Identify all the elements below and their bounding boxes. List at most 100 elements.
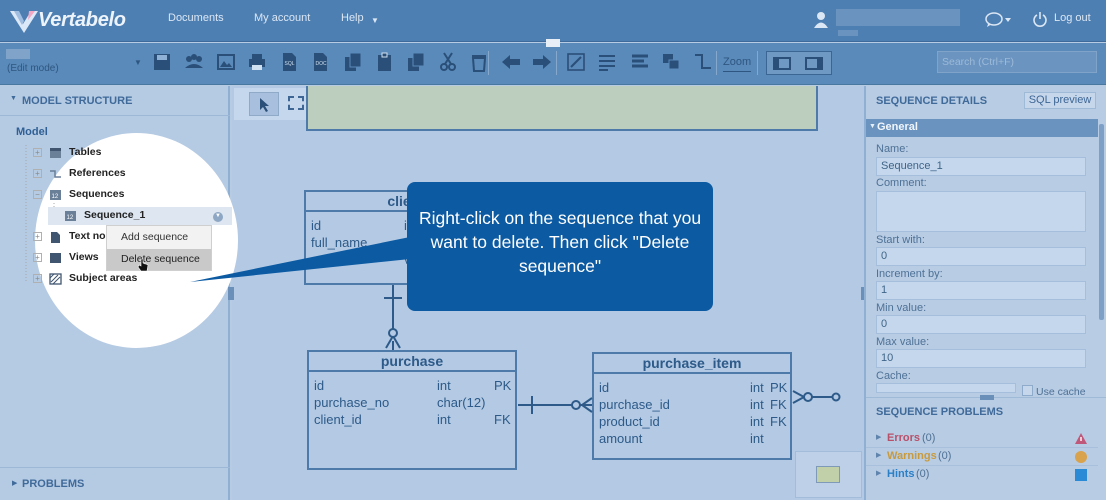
expand-toggle-icon[interactable]: + [33, 232, 42, 241]
details-scrollbar[interactable] [1099, 124, 1104, 320]
hand-cursor-icon [137, 258, 149, 272]
increment-by-field[interactable]: 1 [876, 281, 1086, 300]
use-cache-checkbox[interactable] [1022, 385, 1033, 396]
sql-icon[interactable]: SQL [278, 51, 300, 73]
errors-row[interactable]: ▶ Errors (0) [866, 430, 1098, 448]
view-icon [50, 253, 61, 263]
model-dropdown-chevron-icon[interactable]: ▼ [134, 58, 142, 67]
column-type: i [404, 218, 407, 233]
nav-my-account[interactable]: My account [254, 12, 311, 24]
tree-item-label: Sequences [69, 188, 125, 200]
warnings-count: (0) [938, 450, 952, 462]
route-icon[interactable] [692, 51, 714, 73]
panel-split-handle[interactable] [980, 395, 994, 400]
tree-item-views[interactable]: + Views [33, 250, 213, 266]
start-with-field[interactable]: 0 [876, 247, 1086, 266]
print-icon[interactable] [246, 51, 268, 73]
table-purchase[interactable]: purchase id int PK purchase_no char(12) … [307, 350, 517, 470]
warning-circle-icon [1075, 451, 1087, 463]
cache-field[interactable] [876, 383, 1016, 393]
name-field[interactable]: Sequence_1 [876, 157, 1086, 176]
view-left-panel-icon[interactable] [773, 57, 791, 70]
list-icon[interactable] [596, 51, 618, 73]
save-icon[interactable] [151, 51, 173, 73]
tree-item-tables[interactable]: +Tables [33, 145, 213, 161]
user-icon[interactable] [813, 11, 829, 29]
left-resize-handle[interactable] [228, 287, 234, 300]
sequence-icon: 12 [65, 211, 76, 221]
power-icon[interactable] [1033, 11, 1047, 27]
column-key: FK [494, 412, 511, 427]
minimap-viewport[interactable] [816, 466, 840, 483]
redo-icon[interactable] [531, 51, 553, 73]
cut-icon[interactable] [437, 51, 459, 73]
collapse-toolbar-handle[interactable] [546, 39, 560, 47]
nav-help[interactable]: Help [341, 12, 364, 24]
tree-item-references[interactable]: +References [33, 166, 213, 182]
tree-item-sequence-1[interactable]: 12 Sequence_1 [64, 208, 244, 224]
hints-row[interactable]: ▶ Hints (0) [866, 466, 1098, 484]
copy-icon[interactable] [342, 51, 364, 73]
log-out-link[interactable]: Log out [1054, 12, 1091, 24]
top-bar: Vertabelo Documents My account Help ▼ Lo… [0, 0, 1106, 42]
view-toggle-group [766, 51, 832, 75]
problems-title: PROBLEMS [22, 478, 85, 490]
sequence-problems-title: SEQUENCE PROBLEMS [876, 406, 1004, 418]
expand-toggle-icon[interactable]: + [33, 169, 42, 178]
subject-area-box[interactable] [306, 86, 818, 131]
tree-item-label: Views [69, 251, 99, 263]
layers-icon[interactable] [660, 51, 682, 73]
add-sequence-menu-item[interactable]: Add sequence [121, 231, 189, 243]
undo-icon[interactable] [500, 51, 522, 73]
sql-preview-button[interactable]: SQL preview [1024, 92, 1096, 109]
min-value-field[interactable]: 0 [876, 315, 1086, 334]
tree-item-text-no[interactable]: +Text no [33, 229, 213, 245]
instruction-tooltip: Right-click on the sequence that you wan… [407, 182, 713, 311]
max-value-label: Max value: [876, 336, 930, 348]
tree-item-subject-areas[interactable]: +Subject areas [33, 271, 213, 287]
image-icon[interactable] [215, 51, 237, 73]
table-purchase-item[interactable]: purchase_item id int PK purchase_id int … [592, 352, 792, 460]
toolbar-separator [716, 51, 717, 75]
item-menu-chevron-icon[interactable]: ▼ [213, 212, 223, 222]
feedback-icon[interactable] [985, 12, 1013, 28]
share-icon[interactable] [183, 51, 205, 73]
zoom-label[interactable]: Zoom [723, 56, 752, 68]
collapse-toggle-icon[interactable]: − [33, 190, 42, 199]
select-tool-button[interactable] [249, 92, 279, 116]
comment-field[interactable] [876, 191, 1086, 232]
expand-toggle-icon[interactable]: + [33, 253, 42, 262]
tree-root-model[interactable]: Model [16, 126, 48, 138]
problems-header[interactable]: ▶ PROBLEMS [0, 467, 230, 500]
search-input[interactable]: Search (Ctrl+F) [937, 51, 1097, 73]
paste-icon[interactable] [374, 51, 396, 73]
context-menu: Add sequence Delete sequence [106, 225, 212, 272]
tree-item-label: Sequence_1 [84, 209, 146, 221]
duplicate-icon[interactable] [405, 51, 427, 73]
sequence-details-title: SEQUENCE DETAILS [876, 95, 988, 107]
general-section-header[interactable]: ▼ General [866, 119, 1098, 137]
nav-documents[interactable]: Documents [168, 12, 224, 24]
doc-icon[interactable]: DOC [309, 51, 331, 73]
max-value-field[interactable]: 10 [876, 349, 1086, 368]
view-right-panel-icon[interactable] [805, 57, 823, 70]
hints-label: Hints [887, 468, 915, 480]
area-select-icon[interactable] [288, 96, 304, 110]
align-icon[interactable] [629, 51, 651, 73]
delete-sequence-menu-item[interactable]: Delete sequence [107, 249, 211, 270]
table-title: clie [306, 192, 492, 212]
expand-toggle-icon[interactable]: + [33, 274, 42, 283]
model-structure-header[interactable]: ▼ MODEL STRUCTURE [0, 86, 230, 116]
minimap[interactable] [795, 451, 862, 498]
warnings-row[interactable]: ▶ Warnings (0) [866, 448, 1098, 466]
expand-toggle-icon[interactable]: + [33, 148, 42, 157]
vertabelo-logo[interactable]: Vertabelo [8, 6, 130, 36]
edit-icon[interactable] [565, 51, 587, 73]
delete-icon[interactable] [468, 51, 490, 73]
column-type: int [437, 412, 451, 427]
column-name: id [599, 380, 610, 395]
expand-chevron-icon: ▶ [12, 480, 18, 487]
